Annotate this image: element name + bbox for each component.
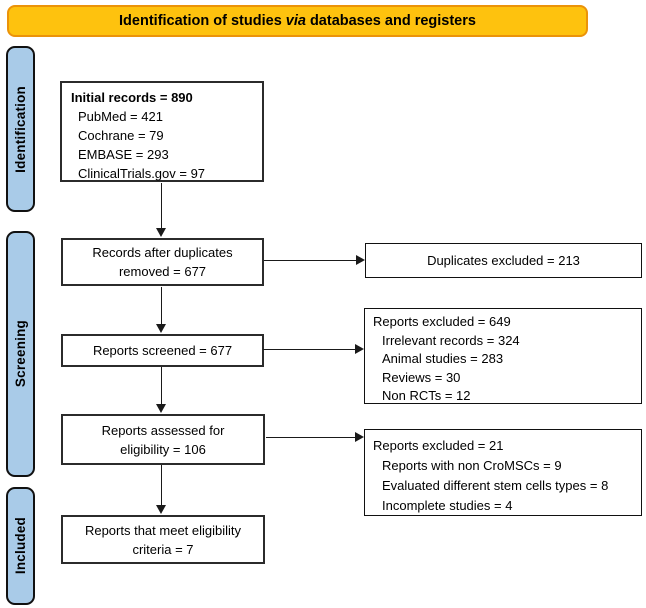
arrow-to-screening-excluded <box>263 344 364 355</box>
stage-identification-label: Identification <box>13 85 28 173</box>
stage-screening: Screening <box>6 231 35 477</box>
screening-excluded-title: Reports excluded = 649 <box>373 314 511 329</box>
records-after-duplicates-line1: Records after duplicates <box>92 245 233 260</box>
initial-records-cochrane: Cochrane = 79 <box>78 128 164 143</box>
eligibility-excluded-title: Reports excluded = 21 <box>373 438 504 453</box>
reports-included-line1: Reports that meet eligibility <box>84 522 242 538</box>
arrow-screened-to-assessed <box>156 367 166 413</box>
screening-excluded-reviews: Reviews = 30 <box>382 369 461 385</box>
eligibility-excluded-incomplete: Incomplete studies = 4 <box>382 498 513 513</box>
reports-assessed-line2: eligibility = 106 <box>120 441 206 457</box>
arrow-initial-to-dup-removed <box>156 183 166 237</box>
stage-screening-label: Screening <box>13 320 28 388</box>
reports-screened-box: Reports screened = 677 <box>61 334 264 367</box>
header-banner: Identification of studies via databases … <box>7 5 588 37</box>
initial-records-title: Initial records = 890 <box>71 90 193 105</box>
header-title-prefix: Identification of studies <box>119 13 282 29</box>
records-after-duplicates-line2: removed = 677 <box>118 264 207 279</box>
duplicates-excluded-box: Duplicates excluded = 213 <box>365 243 642 278</box>
initial-records-clinicaltrials: ClinicalTrials.gov = 97 <box>78 166 206 181</box>
reports-included-box: Reports that meet eligibility criteria =… <box>61 515 265 564</box>
stage-identification: Identification <box>6 46 35 212</box>
initial-records-embase: EMBASE = 293 <box>78 147 169 162</box>
reports-included-line2: criteria = 7 <box>132 541 194 557</box>
stage-included: Included <box>6 487 35 605</box>
reports-assessed-line1: Reports assessed for <box>101 422 225 438</box>
screening-excluded-animal: Animal studies = 283 <box>382 351 504 366</box>
header-title-via: via <box>285 13 306 29</box>
reports-assessed-box: Reports assessed for eligibility = 106 <box>61 414 265 465</box>
screening-excluded-box: Reports excluded = 649 Irrelevant record… <box>364 308 642 404</box>
arrow-assessed-to-included <box>156 465 166 514</box>
duplicates-excluded-label: Duplicates excluded = 213 <box>427 253 580 268</box>
screening-excluded-nonrcts: Non RCTs = 12 <box>382 388 471 403</box>
eligibility-excluded-differentcells: Evaluated different stem cells types = 8 <box>382 478 609 493</box>
arrow-to-eligibility-excluded <box>266 432 364 443</box>
eligibility-excluded-box: Reports excluded = 21 Reports with non C… <box>364 429 642 516</box>
initial-records-box: Initial records = 890 PubMed = 421 Cochr… <box>60 81 264 182</box>
eligibility-excluded-noncromscs: Reports with non CroMSCs = 9 <box>382 458 562 473</box>
reports-screened-label: Reports screened = 677 <box>92 343 233 358</box>
screening-excluded-irrelevant: Irrelevant records = 324 <box>382 332 520 348</box>
arrow-dup-removed-to-screened <box>156 287 166 333</box>
records-after-duplicates-box: Records after duplicates removed = 677 <box>61 238 264 286</box>
stage-included-label: Included <box>13 517 28 575</box>
arrow-to-duplicates-excluded <box>264 255 365 266</box>
header-title-suffix: databases and registers <box>309 13 476 29</box>
initial-records-pubmed: PubMed = 421 <box>78 109 163 124</box>
